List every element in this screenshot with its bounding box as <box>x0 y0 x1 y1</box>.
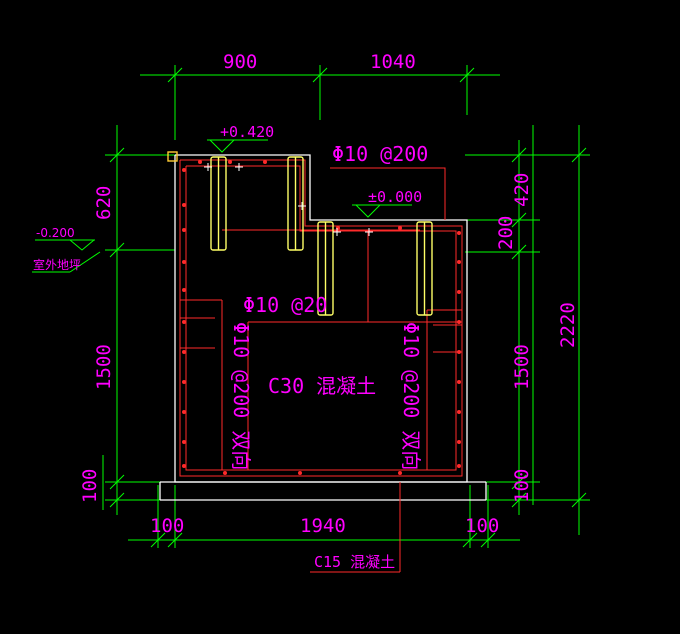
rebar-note-top: Φ10 @200 <box>332 142 428 166</box>
dim-top-right: 1040 <box>370 51 416 73</box>
rebar-dots <box>182 160 461 475</box>
rebar-lines <box>179 159 463 573</box>
material-base-label: C15 混凝土 <box>314 553 395 571</box>
elevation-outdoor-label: 室外地坪 <box>33 257 81 272</box>
dim-right-upper: 420 <box>511 173 533 207</box>
rebar-note-left-vertical: Φ10 @200双向 <box>229 322 253 470</box>
dimension-lines <box>32 65 590 548</box>
rebar-note-middle: Φ10 @20 <box>243 293 327 317</box>
dim-bottom-mid: 1940 <box>300 515 346 537</box>
grip-crosshairs <box>204 163 373 236</box>
material-body-label: C30 混凝土 <box>268 374 376 398</box>
elevation-zero: ±0.000 <box>368 188 422 206</box>
dim-right-bottom: 100 <box>511 469 533 503</box>
dim-right-mid: 200 <box>495 216 517 250</box>
dim-left-upper: 620 <box>93 186 115 220</box>
dim-right-lower: 1500 <box>511 344 533 390</box>
dim-right-total: 2220 <box>557 302 579 348</box>
dim-left-lower: 1500 <box>93 344 115 390</box>
rebar-note-right-vertical: Φ10 @200双向 <box>399 322 423 470</box>
dim-bottom-right: 100 <box>465 515 499 537</box>
concrete-outline <box>159 154 487 501</box>
anchor-bolts <box>167 151 433 316</box>
dim-bottom-left: 100 <box>150 515 184 537</box>
dim-top-left: 900 <box>223 51 257 73</box>
dim-left-bottom: 100 <box>79 469 101 503</box>
elevation-top: +0.420 <box>220 123 274 141</box>
elevation-outdoor: -0.200 <box>36 226 75 240</box>
